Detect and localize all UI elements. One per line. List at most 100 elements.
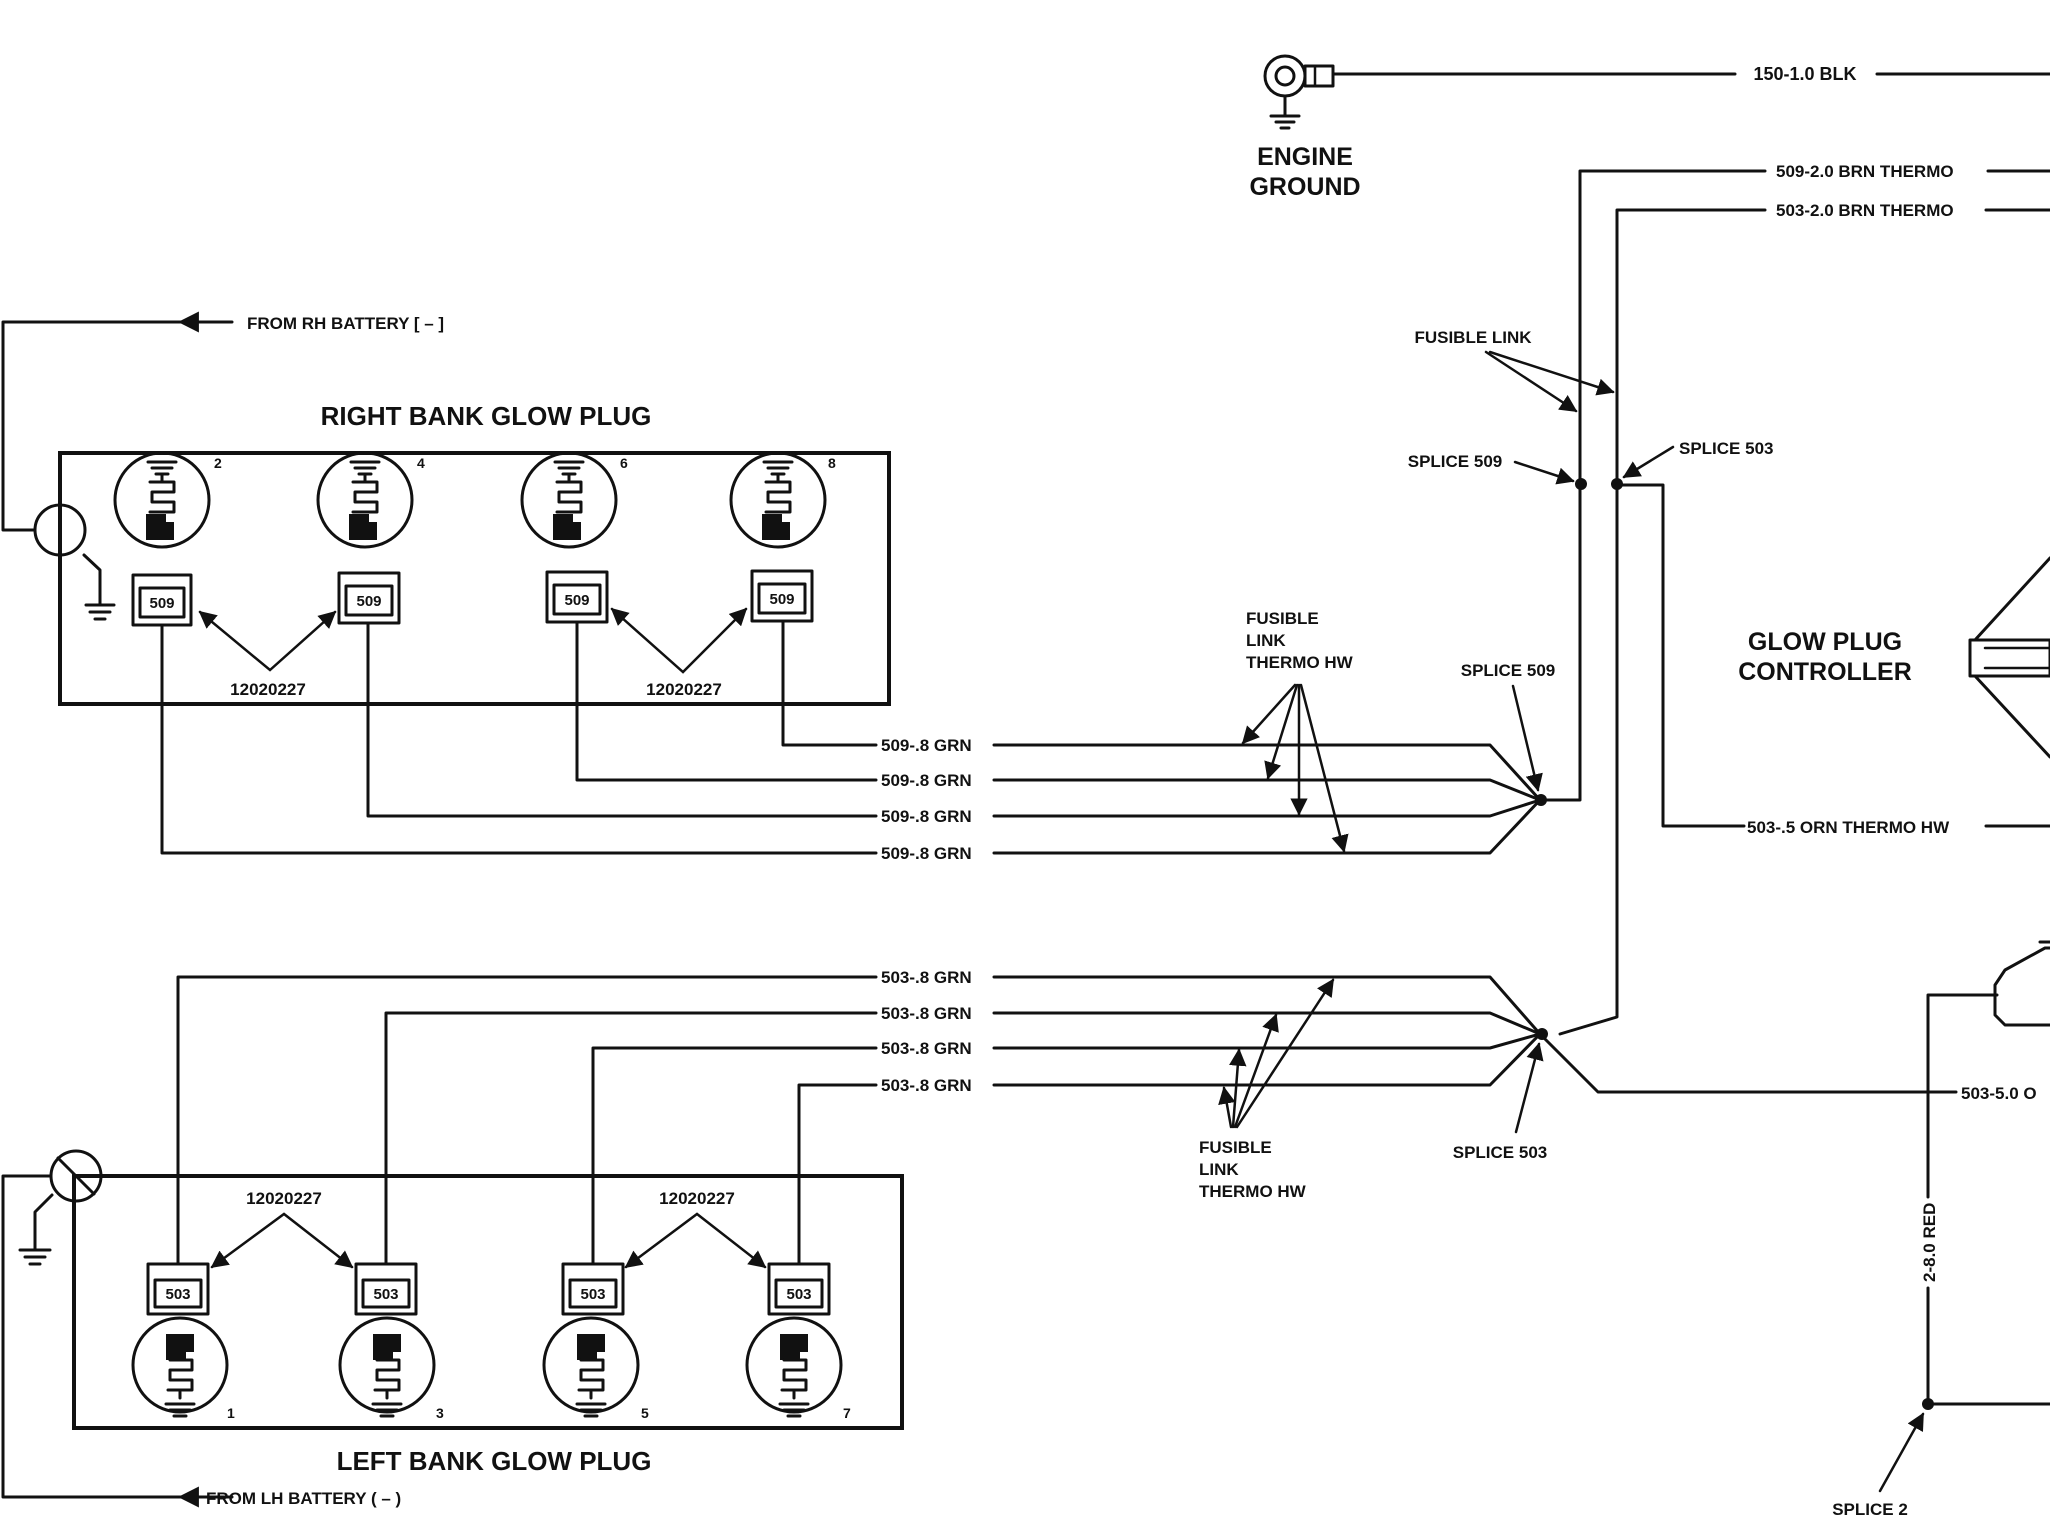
fusible-thermo-lower-1: FUSIBLE bbox=[1199, 1138, 1272, 1157]
plug-4-num: 4 bbox=[417, 455, 425, 471]
plug-8-num: 8 bbox=[828, 455, 836, 471]
plug-6-num: 6 bbox=[620, 455, 628, 471]
left-battery-label: FROM LH BATTERY ( – ) bbox=[206, 1489, 401, 1508]
wire-509-grn-3-label: 509-.8 GRN bbox=[881, 807, 972, 826]
splice-2-arrow bbox=[1878, 1412, 1925, 1493]
connector-503-c-label: 503 bbox=[580, 1286, 605, 1303]
wire-splice-509-drop bbox=[1540, 482, 1582, 802]
engine-ground-label-1: ENGINE bbox=[1257, 143, 1353, 171]
plug-3-num: 3 bbox=[436, 1405, 444, 1421]
left-battery-wire bbox=[1, 1174, 232, 1499]
plug-1-num: 1 bbox=[227, 1405, 235, 1421]
wire-503-brn-thermo-label: 503-2.0 BRN THERMO bbox=[1776, 201, 1954, 220]
wire-503-grn-4 bbox=[797, 1083, 878, 1266]
pn-left-b: 12020227 bbox=[659, 1189, 735, 1208]
splice-503-low-arrow bbox=[1514, 1042, 1544, 1134]
wire-150-blk-label: 150-1.0 BLK bbox=[1753, 64, 1856, 84]
fusible-thermo-upper-2: LINK bbox=[1246, 631, 1286, 650]
wire-503-grn-2-label: 503-.8 GRN bbox=[881, 1004, 972, 1023]
wire-2-red-lower bbox=[1926, 1286, 2050, 1406]
splice-503-low-dot bbox=[1536, 1028, 1548, 1040]
pn-arrows-left-a bbox=[210, 1212, 354, 1269]
fusible-link-label: FUSIBLE LINK bbox=[1414, 328, 1532, 347]
glow-plug-4 bbox=[316, 451, 414, 549]
wire-509-grn-4-right bbox=[992, 798, 1542, 855]
fusible-link-arrow-1 bbox=[1484, 350, 1578, 413]
glow-plug-2 bbox=[113, 451, 211, 549]
plug-7-num: 7 bbox=[843, 1405, 851, 1421]
splice-509-mid-dot bbox=[1535, 794, 1547, 806]
wire-509-grn-1-label: 509-.8 GRN bbox=[881, 736, 972, 755]
wire-503-grn-4-label: 503-.8 GRN bbox=[881, 1076, 972, 1095]
connector-503-d-label: 503 bbox=[786, 1286, 811, 1303]
wire-509-grn-2 bbox=[575, 620, 878, 782]
connector-509-d-label: 509 bbox=[769, 591, 794, 608]
wire-509-brn-thermo bbox=[1578, 169, 1767, 484]
fusible-thermo-upper-1: FUSIBLE bbox=[1246, 609, 1319, 628]
fusible-thermo-upper-3: THERMO HW bbox=[1246, 653, 1354, 672]
fusible-thermo-lower-arrows bbox=[1218, 978, 1335, 1129]
splice-509-top-label: SPLICE 509 bbox=[1408, 452, 1503, 471]
wire-503-grn-3-label: 503-.8 GRN bbox=[881, 1039, 972, 1058]
wire-509-brn-thermo-label: 509-2.0 BRN THERMO bbox=[1776, 162, 1954, 181]
wire-503-grn-3 bbox=[591, 1046, 878, 1266]
wire-509-grn-4 bbox=[160, 623, 878, 855]
wire-503-orn-thermo bbox=[1615, 483, 1746, 828]
pn-left-a: 12020227 bbox=[246, 1189, 322, 1208]
wire-509-grn-3 bbox=[366, 621, 878, 818]
wire-503-5-0-o-label: 503-5.0 O bbox=[1961, 1084, 2037, 1103]
wire-2-red bbox=[1926, 993, 1999, 1199]
wire-2-red-label: 2-8.0 RED bbox=[1920, 1203, 1939, 1282]
pn-right-b: 12020227 bbox=[646, 680, 722, 699]
plug-5-num: 5 bbox=[641, 1405, 649, 1421]
connector-509-c-label: 509 bbox=[564, 592, 589, 609]
right-bank-frame bbox=[58, 451, 891, 706]
fusible-thermo-lower-2: LINK bbox=[1199, 1160, 1239, 1179]
splice-503-top-label: SPLICE 503 bbox=[1679, 439, 1774, 458]
glow-plug-3 bbox=[338, 1316, 436, 1418]
controller-label-1: GLOW PLUG bbox=[1748, 628, 1902, 656]
connector-509-b-label: 509 bbox=[356, 593, 381, 610]
left-bank-title: LEFT BANK GLOW PLUG bbox=[337, 1446, 652, 1476]
pn-arrows-left-b bbox=[624, 1212, 767, 1269]
wire-503-grn-2 bbox=[384, 1011, 878, 1266]
wire-503-grn-1-right bbox=[992, 975, 1542, 1036]
glow-plug-5 bbox=[542, 1316, 640, 1418]
glow-plug-1 bbox=[131, 1316, 229, 1418]
splice-2-dot bbox=[1922, 1398, 1934, 1410]
connector-503-a-label: 503 bbox=[165, 1286, 190, 1303]
wire-503-5-0-o bbox=[1538, 1032, 1958, 1094]
wire-509-grn-1 bbox=[781, 619, 878, 747]
wire-509-grn-4-label: 509-.8 GRN bbox=[881, 844, 972, 863]
splice-509-mid-arrow bbox=[1511, 684, 1543, 792]
wire-503-grn-1 bbox=[176, 975, 878, 1266]
splice-509-mid-label: SPLICE 509 bbox=[1461, 661, 1556, 680]
wire-503-grn-2-right bbox=[992, 1011, 1542, 1036]
engine-ground-label-2: GROUND bbox=[1249, 173, 1360, 201]
glow-plug-6 bbox=[520, 451, 618, 549]
splice-509-top-arrow bbox=[1513, 460, 1575, 485]
splice-503-top-arrow bbox=[1622, 445, 1675, 479]
wire-503-grn-3-right bbox=[992, 1032, 1542, 1050]
fusible-link-arrow-2 bbox=[1488, 350, 1615, 396]
right-bank-ground-connector bbox=[33, 503, 116, 621]
engine-ground-symbol bbox=[1263, 54, 1335, 130]
wire-509-grn-2-right bbox=[992, 778, 1542, 802]
lower-right-component bbox=[1993, 940, 2050, 1027]
connector-503-b-label: 503 bbox=[373, 1286, 398, 1303]
wire-509-grn-1-right bbox=[992, 743, 1542, 802]
fusible-thermo-upper-arrows bbox=[1241, 683, 1349, 853]
right-battery-wire bbox=[1, 320, 232, 532]
right-bank-title: RIGHT BANK GLOW PLUG bbox=[321, 401, 652, 431]
fusible-thermo-lower-3: THERMO HW bbox=[1199, 1182, 1307, 1201]
pn-arrows-right-a bbox=[198, 610, 337, 672]
glow-plug-7 bbox=[745, 1316, 843, 1418]
wire-503-grn-4-right bbox=[992, 1032, 1542, 1087]
left-bank-frame bbox=[72, 1174, 904, 1430]
glow-plug-8 bbox=[729, 451, 827, 549]
wire-503-grn-1-label: 503-.8 GRN bbox=[881, 968, 972, 987]
pn-right-a: 12020227 bbox=[230, 680, 306, 699]
wire-509-grn-2-label: 509-.8 GRN bbox=[881, 771, 972, 790]
connector-509-a-label: 509 bbox=[149, 595, 174, 612]
